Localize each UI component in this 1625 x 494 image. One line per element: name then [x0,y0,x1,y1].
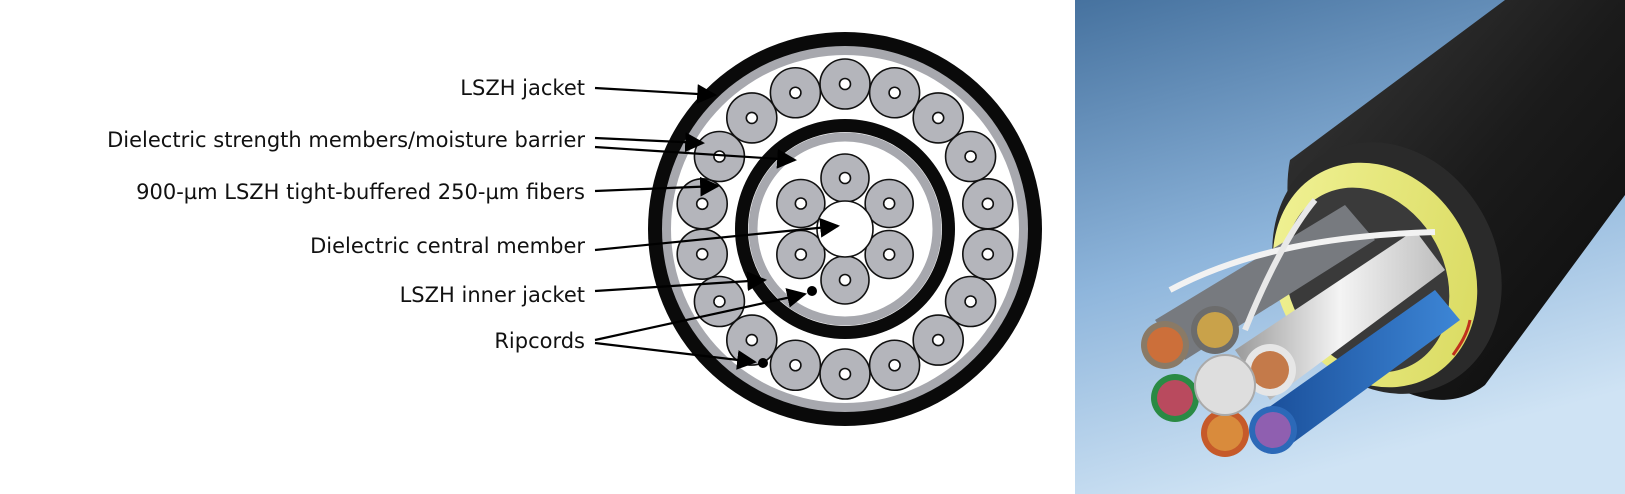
label-ripcords: Ripcords [494,329,585,353]
label-strength-members: Dielectric strength members/moisture bar… [107,128,585,152]
inner-fiber-ring [776,153,914,305]
fiber-core [794,248,808,261]
photo-blue-tube [1265,290,1460,445]
arrow-icon [594,341,757,370]
ripcord-outer [758,358,768,368]
fiber-core [789,86,802,100]
cable-photo-illustration [1075,0,1625,494]
fiber-core [745,333,759,347]
arrow-icon [594,132,705,153]
fiber-core [838,77,852,91]
label-inner-jacket: LSZH inner jacket [400,283,585,307]
arrow-icon [594,145,797,169]
fiber-core [931,111,945,125]
fiber-core [695,247,709,261]
cable-cross-section-diagram: LSZH jacket Dielectric strength members/… [107,32,1042,426]
arrow-icon [594,271,767,293]
photo-red-ripcord [1451,319,1472,356]
photo-subunit-ends [1141,306,1297,457]
label-lszh-jacket: LSZH jacket [460,76,585,100]
arrow-icon [594,288,807,342]
fiber-core [964,295,977,308]
label-tight-buffered-fibers: 900-µm LSZH tight-buffered 250-µm fibers [136,180,585,204]
fiber-core [695,197,709,211]
fiber-core [794,197,808,210]
fiber-core [745,111,759,125]
fiber-core [888,358,901,372]
arrow-icon [594,217,840,252]
fiber-core [882,248,896,261]
fiber-core [981,247,995,261]
central-member [816,200,874,258]
label-central-member: Dielectric central member [310,234,585,258]
fiber-core [713,295,726,308]
ripcord-inner [807,286,817,296]
fiber-core [882,197,896,210]
fiber-core [838,171,852,185]
fiber-core [789,358,802,372]
fiber-core [964,150,977,163]
arrow-icon [594,176,720,197]
inner-barrier-ring [748,132,942,326]
fiber-core [931,333,945,347]
arrow-icon [594,84,717,104]
fiber-core [838,273,852,287]
photo-ripcord [1168,229,1436,293]
fiber-core [888,86,901,100]
fiber-core [838,367,852,381]
fiber-core [713,150,726,163]
photo-ripcord [1242,198,1318,332]
fiber-core [981,197,995,211]
